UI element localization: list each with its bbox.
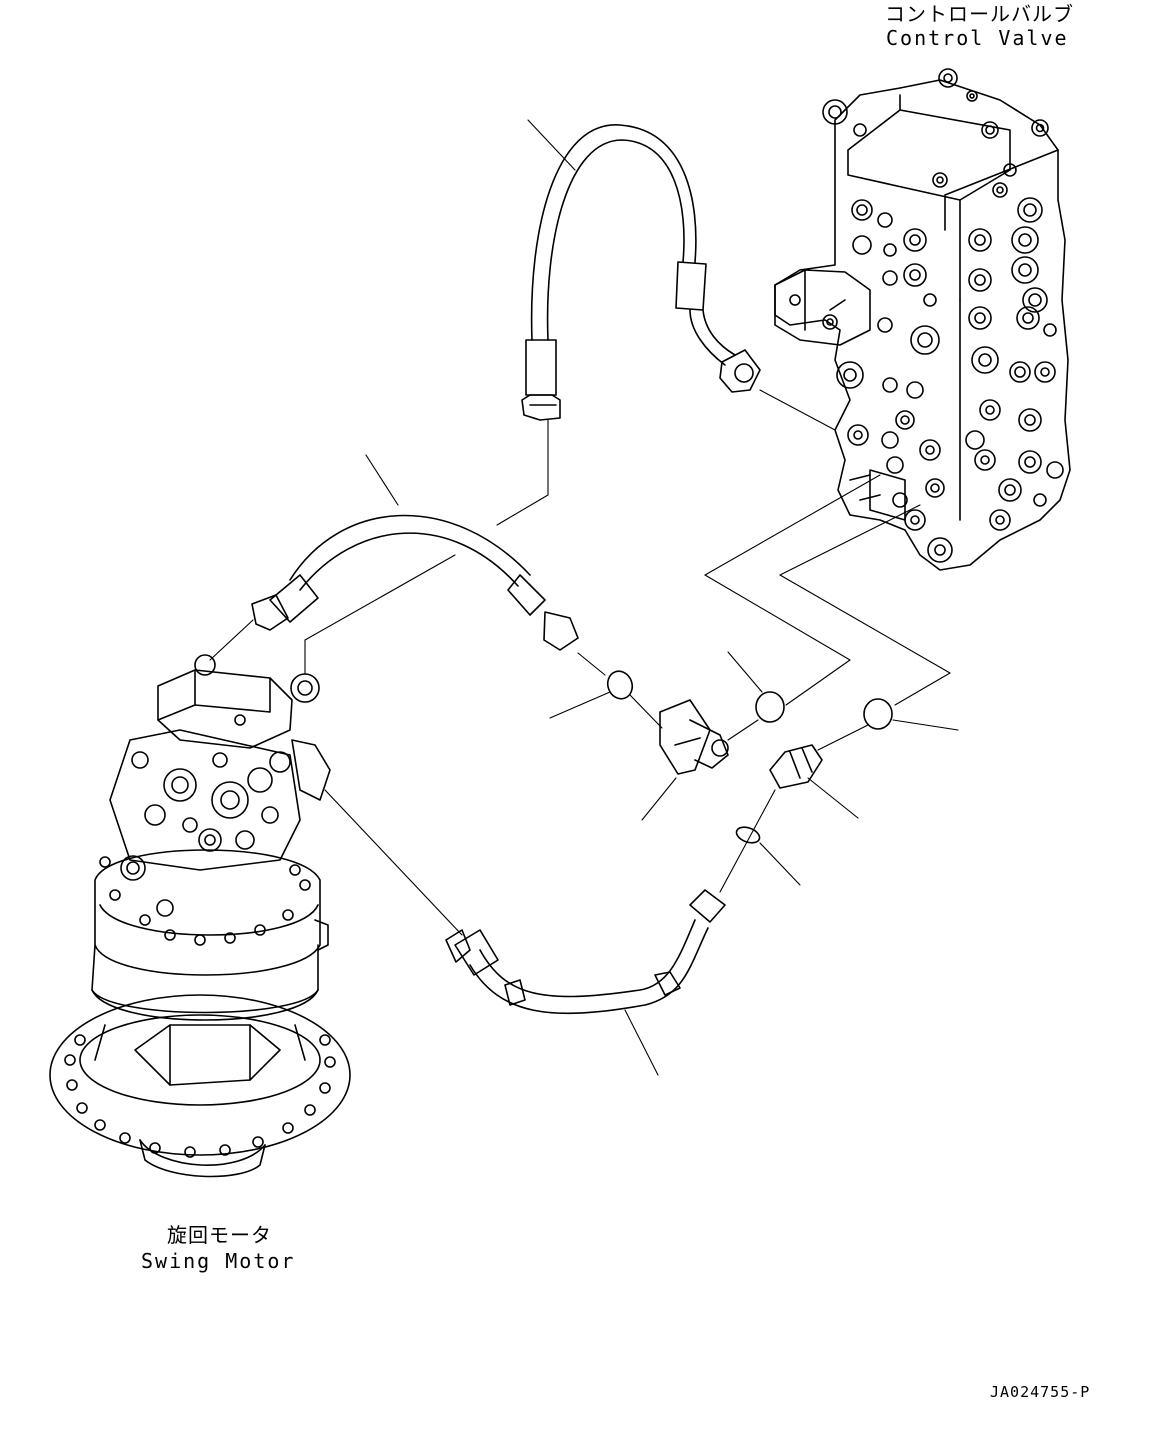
o-ring-1	[606, 670, 634, 700]
hose-bottom	[445, 889, 726, 1015]
swing-motor-label-en: Swing Motor	[141, 1249, 296, 1273]
hose-top	[521, 124, 761, 421]
straight-adapter	[769, 744, 823, 789]
o-ring-2	[755, 691, 785, 723]
control-valve-label-en: Control Valve	[886, 26, 1069, 50]
drawing-code: JA024755-P	[990, 1383, 1091, 1401]
o-ring-4	[735, 826, 761, 844]
swing-motor	[49, 654, 351, 1178]
elbow-fitting	[659, 699, 729, 775]
control-valve	[774, 68, 1071, 571]
swing-motor-label-jp: 旋回モータ	[167, 1223, 272, 1247]
leader-lines	[209, 119, 959, 1076]
hose-middle	[251, 514, 579, 651]
control-valve-label-jp: コントロールバルブ	[885, 2, 1074, 26]
o-ring-3	[863, 698, 893, 730]
